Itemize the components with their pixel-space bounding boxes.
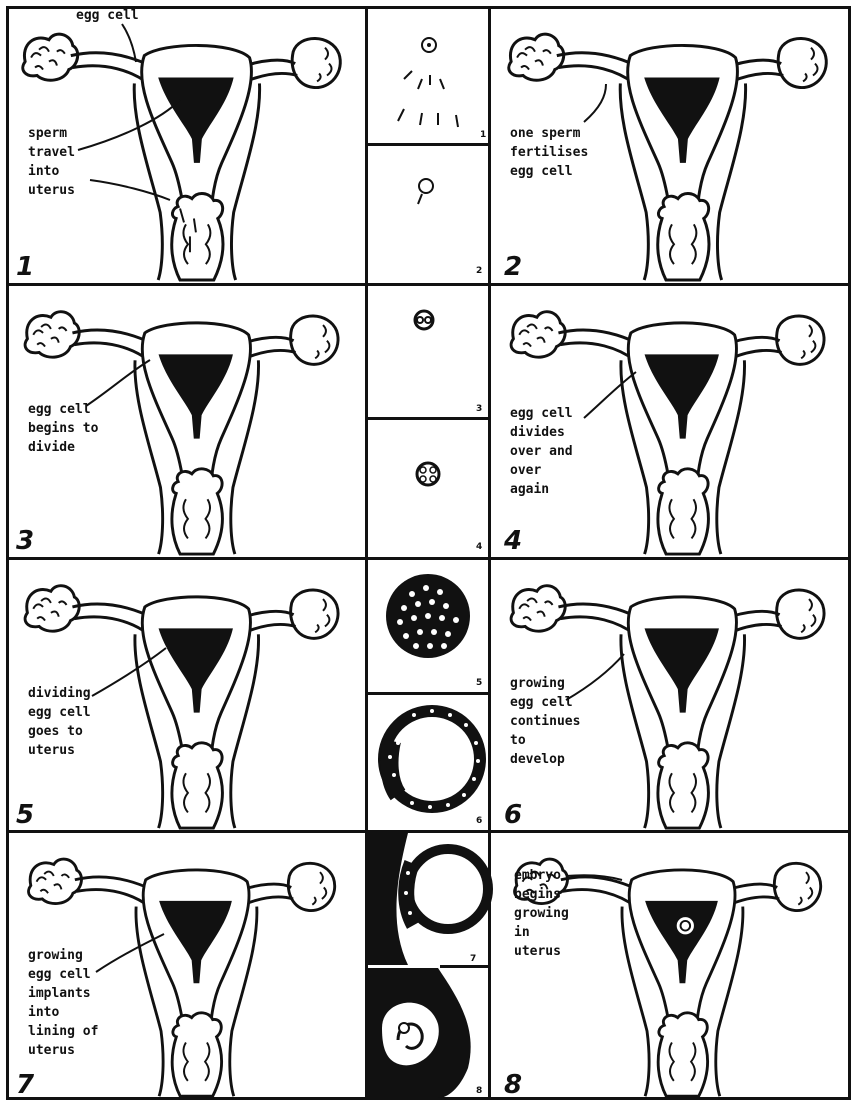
panel-number-5: 5 (16, 802, 34, 828)
panel-number-6: 6 (504, 802, 522, 828)
strip-number-2: 2 (476, 266, 482, 276)
strip-number-8: 8 (476, 1086, 482, 1096)
strip-number-7: 7 (470, 954, 476, 964)
panel-7-label: growing egg cell implants into lining of… (28, 946, 98, 1060)
panel-number-7: 7 (16, 1072, 34, 1098)
panel-3-label: egg cell begins to divide (28, 400, 98, 457)
strip-number-6: 6 (476, 816, 482, 826)
strip-drawing-1 (368, 9, 488, 143)
panel-2-label: one sperm fertilises egg cell (510, 124, 588, 181)
strip-number-1: 1 (480, 130, 486, 140)
panel-4-label: egg cell divides over and over again (510, 404, 573, 499)
panel-number-4: 4 (504, 528, 522, 554)
strip-number-3: 3 (476, 404, 482, 414)
strip-drawing-6 (368, 695, 488, 830)
panel-number-8: 8 (504, 1072, 522, 1098)
strip-number-4: 4 (476, 542, 482, 552)
panel-6-label: growing egg cell continues to develop (510, 674, 580, 769)
egg-cell-top-label: egg cell (76, 6, 139, 25)
panel-number-2: 2 (504, 254, 522, 280)
panel-number-3: 3 (16, 528, 34, 554)
strip-drawing-2 (368, 146, 488, 280)
strip-drawing-5 (368, 560, 488, 692)
panel-5-label: dividing egg cell goes to uterus (28, 684, 91, 760)
panel-1-label: sperm travel into uterus (28, 124, 75, 200)
strip-drawing-4 (368, 420, 488, 556)
panel-8-label: embryo begins growing in uterus (514, 866, 569, 961)
strip-number-5: 5 (476, 678, 482, 688)
strip-drawing-8 (368, 968, 488, 1098)
strip-drawing-7 (368, 833, 488, 965)
panel-number-1: 1 (16, 254, 34, 280)
strip-drawing-3 (368, 286, 488, 416)
